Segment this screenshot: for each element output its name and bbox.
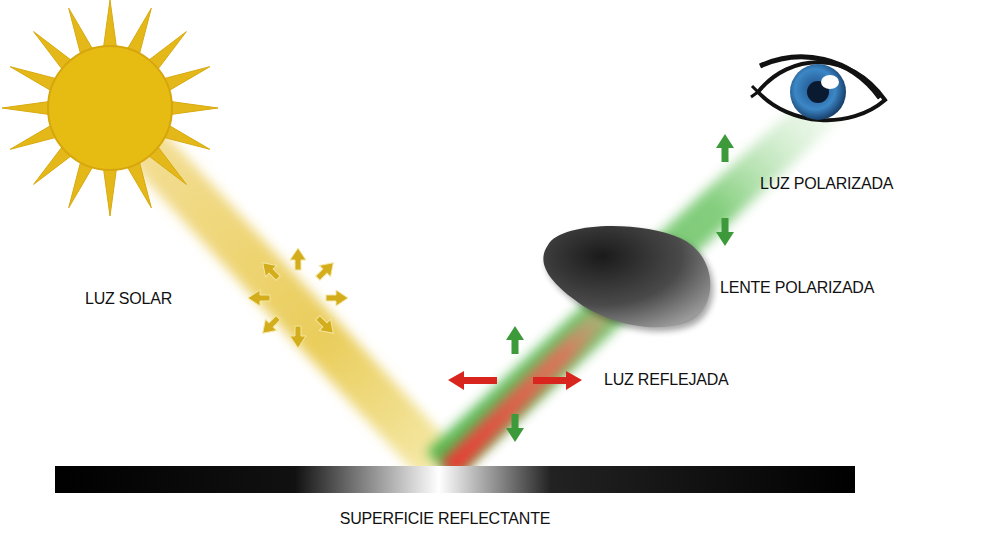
lens-label: LENTE POLARIZADA [720, 279, 874, 297]
polarized-light-label: LUZ POLARIZADA [760, 175, 893, 193]
sun [2, 0, 218, 216]
reflective-surface [55, 466, 855, 493]
reflected-light-label: LUZ REFLEJADA [604, 371, 729, 389]
surface-label: SUPERFICIE REFLECTANTE [340, 510, 550, 528]
polarized-lens [543, 226, 713, 331]
unpolarized-arrows [248, 248, 348, 348]
sun-ray [2, 101, 52, 115]
sun-light-label: LUZ SOLAR [85, 290, 172, 308]
reflected-arrows [448, 326, 582, 442]
sun-ray [103, 166, 117, 216]
sun-ray [168, 101, 218, 115]
sun-ray [103, 0, 117, 50]
polarized-arrows [716, 134, 734, 246]
eye [751, 57, 885, 120]
